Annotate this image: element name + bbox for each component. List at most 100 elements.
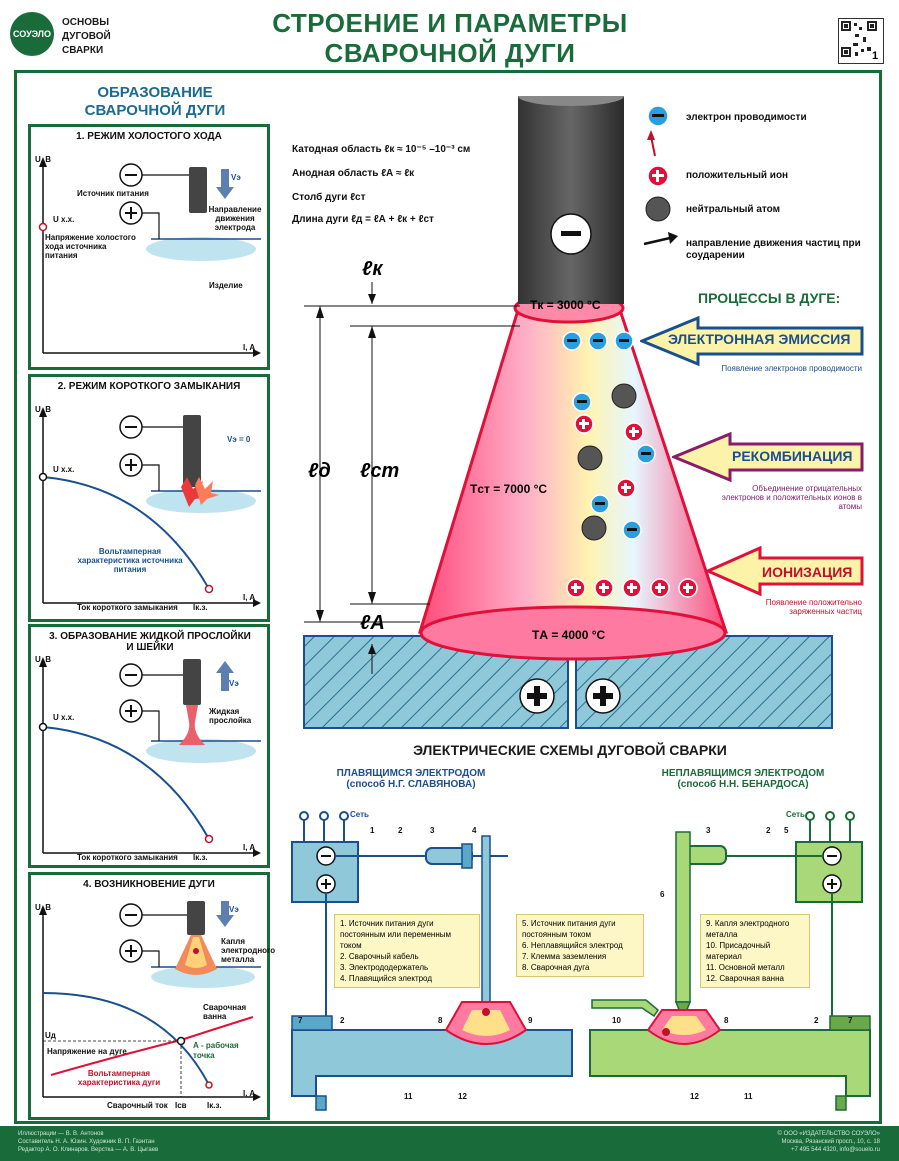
uxx-label: U х.х. bbox=[53, 215, 75, 224]
footer-credit-1: Иллюстрации — В. В. Антонов bbox=[18, 1131, 104, 1137]
lst-label: ℓст bbox=[360, 460, 400, 482]
left-scheme-title: ПЛАВЯЩИМСЯ ЭЛЕКТРОДОМ (способ Н.Г. СЛАВЯ… bbox=[296, 768, 526, 790]
footer-credit-2: Составитель Н. А. Юзин. Художник В. П. Г… bbox=[18, 1139, 155, 1145]
la-label: ℓА bbox=[360, 612, 385, 634]
panel-1-drawing bbox=[38, 157, 261, 357]
axis-i-label: I, A bbox=[243, 343, 256, 352]
right-scheme-title-main: НЕПЛАВЯЩИМСЯ ЭЛЕКТРОДОМ bbox=[661, 768, 825, 779]
item-b-6: 6. Неплавящийся электрод bbox=[522, 941, 623, 950]
ld-label: ℓд bbox=[308, 460, 331, 482]
column-temp: Tст = 7000 °C bbox=[470, 482, 548, 496]
short-current-label: Ток короткого замыкания bbox=[77, 853, 178, 862]
uxx-label: U х.х. bbox=[53, 465, 75, 474]
panel-title: 2. РЕЖИМ КОРОТКОГО ЗАМЫКАНИЯ bbox=[57, 381, 241, 392]
axis-i-label: I, A bbox=[243, 1089, 256, 1098]
scheme-num: 7 bbox=[848, 1016, 853, 1025]
direction-label: Направление движения электрода bbox=[208, 205, 262, 232]
panel-title: 1. РЕЖИМ ХОЛОСТОГО ХОДА bbox=[76, 131, 222, 142]
scheme-num: 1 bbox=[370, 826, 375, 835]
scheme-num: 12 bbox=[690, 1092, 699, 1101]
scheme-num: 8 bbox=[438, 1016, 443, 1025]
panel-title: 4. ВОЗНИКНОВЕНИЕ ДУГИ bbox=[83, 879, 215, 890]
sheet-number: 1 bbox=[872, 50, 879, 62]
right-scheme-title: НЕПЛАВЯЩИМСЯ ЭЛЕКТРОДОМ (способ Н.Н. БЕН… bbox=[628, 768, 858, 790]
scheme-num: 2 bbox=[766, 826, 771, 835]
side-title-line-2: СВАРОЧНОЙ ДУГИ bbox=[84, 102, 226, 119]
item-a-3: 3. Электрододержатель bbox=[340, 963, 429, 972]
left-scheme-title-sub: (способ Н.Г. СЛАВЯНОВА) bbox=[346, 779, 476, 790]
item-a-2: 2. Сварочный кабель bbox=[340, 952, 419, 961]
scheme-num: 4 bbox=[472, 826, 477, 835]
footer-credits: Иллюстрации — В. В. Антонов Составитель … bbox=[18, 1130, 158, 1154]
axis-i-label: I, A bbox=[243, 843, 256, 852]
scheme-num: 2 bbox=[398, 826, 403, 835]
ionization-label: ИОНИЗАЦИЯ bbox=[762, 564, 853, 580]
footer-publisher-1: © ООО «ИЗДАТЕЛЬСТВО СОУЭЛО» bbox=[777, 1131, 880, 1137]
legend-ion: положительный ион bbox=[686, 170, 789, 181]
formula-cathode: Катодная область ℓк ≈ 10⁻⁵ –10⁻³ см bbox=[292, 144, 471, 155]
scheme-num: 2 bbox=[814, 1016, 819, 1025]
panel-arc-ignition: 4. ВОЗНИКНОВЕНИЕ ДУГИ U, B I, A Vэ Капля… bbox=[28, 872, 276, 1120]
ionization-arrow bbox=[706, 546, 864, 596]
scheme-num: 8 bbox=[724, 1016, 729, 1025]
publisher-logo: СОУЭЛО bbox=[10, 12, 54, 56]
footer-credit-3: Редактор А. О. Клинаров. Верстка — А. В.… bbox=[18, 1147, 159, 1153]
axis-u-label: U, B bbox=[35, 155, 51, 164]
footer-publisher: © ООО «ИЗДАТЕЛЬСТВО СОУЭЛО» Москва, Ряза… bbox=[720, 1130, 880, 1154]
legend-direction: направление движения частиц при соударен… bbox=[686, 238, 861, 261]
item-a-4: 4. Плавящийся электрод bbox=[340, 974, 432, 983]
side-title-line-1: ОБРАЗОВАНИЕ bbox=[97, 84, 213, 101]
ikz-label: Iк.з. bbox=[193, 853, 208, 862]
footer-publisher-2: Москва, Рязанский просп., 10, с. 18 bbox=[781, 1139, 880, 1145]
processes-title: ПРОЦЕССЫ В ДУГЕ: bbox=[698, 290, 841, 306]
formula-length: Длина дуги ℓд = ℓА + ℓк + ℓст bbox=[292, 214, 434, 225]
ve-label: Vэ bbox=[229, 905, 239, 914]
title-line-1: СТРОЕНИЕ И ПАРАМЕТРЫ bbox=[272, 8, 628, 38]
item-c-10: 10. Присадочный материал bbox=[706, 941, 771, 961]
formula-column: Столб дуги ℓст bbox=[292, 192, 366, 203]
panel-3-drawing bbox=[38, 657, 261, 857]
item-c-9: 9. Капля электродного металла bbox=[706, 919, 790, 939]
footer: Иллюстрации — В. В. Антонов Составитель … bbox=[0, 1126, 899, 1161]
formula-anode: Анодная область ℓА ≈ ℓк bbox=[292, 168, 415, 179]
short-current-label: Ток короткого замыкания bbox=[77, 603, 178, 612]
ionization-note: Появление положительно заряженных частиц bbox=[765, 598, 862, 616]
network-label-right: Сеть bbox=[786, 810, 805, 819]
item-c-11: 11. Основной металл bbox=[706, 963, 785, 972]
right-scheme-title-sub: (способ Н.Н. БЕНАРДОСА) bbox=[677, 779, 809, 790]
schemes-title: ЭЛЕКТРИЧЕСКИЕ СХЕМЫ ДУГОВОЙ СВАРКИ bbox=[413, 742, 727, 758]
main-frame bbox=[14, 70, 882, 1124]
scheme-num: 10 bbox=[612, 1016, 621, 1025]
network-label-left: Сеть bbox=[350, 810, 369, 819]
lk-label: ℓк bbox=[362, 258, 383, 280]
axis-u-label: U, B bbox=[35, 655, 51, 664]
scheme-num: 2 bbox=[340, 1016, 345, 1025]
panel-2-drawing bbox=[38, 407, 261, 607]
cathode-temp: Tк = 3000 °C bbox=[530, 298, 601, 312]
emission-note: Появление электронов проводимости bbox=[721, 364, 862, 373]
scheme-num: 11 bbox=[744, 1092, 753, 1101]
ikz-label: Iк.з. bbox=[207, 1101, 222, 1110]
pool-label: Сварочная ванна bbox=[203, 1003, 247, 1021]
emission-label: ЭЛЕКТРОННАЯ ЭМИССИЯ bbox=[668, 331, 851, 347]
item-b-7: 7. Клемма заземления bbox=[522, 952, 607, 961]
atom-particles bbox=[577, 383, 637, 541]
ve-label: Vэ = 0 bbox=[227, 435, 251, 444]
scheme-num: 6 bbox=[660, 890, 665, 899]
recombination-arrow bbox=[672, 432, 864, 482]
legend-atom: нейтральный атом bbox=[686, 204, 781, 215]
axis-u-label: U, B bbox=[35, 405, 51, 414]
ud-label: Uд bbox=[45, 1031, 56, 1040]
workpiece-label: Изделие bbox=[209, 281, 243, 290]
source-label: Источник питания bbox=[77, 189, 149, 198]
scheme-num: 3 bbox=[706, 826, 711, 835]
scheme-num: 5 bbox=[784, 826, 789, 835]
item-b-5: 5. Источник питания дуги постоянным токо… bbox=[522, 919, 616, 939]
emission-arrow bbox=[640, 316, 864, 366]
ikz-label: Iк.з. bbox=[193, 603, 208, 612]
footer-publisher-3: +7 495 544 4320, info@souelo.ru bbox=[791, 1147, 880, 1153]
ve-label: Vэ bbox=[231, 173, 241, 182]
electron-particles bbox=[562, 331, 656, 540]
ion-particles bbox=[566, 414, 698, 598]
drop-label: Капля электродного металла bbox=[221, 937, 276, 964]
